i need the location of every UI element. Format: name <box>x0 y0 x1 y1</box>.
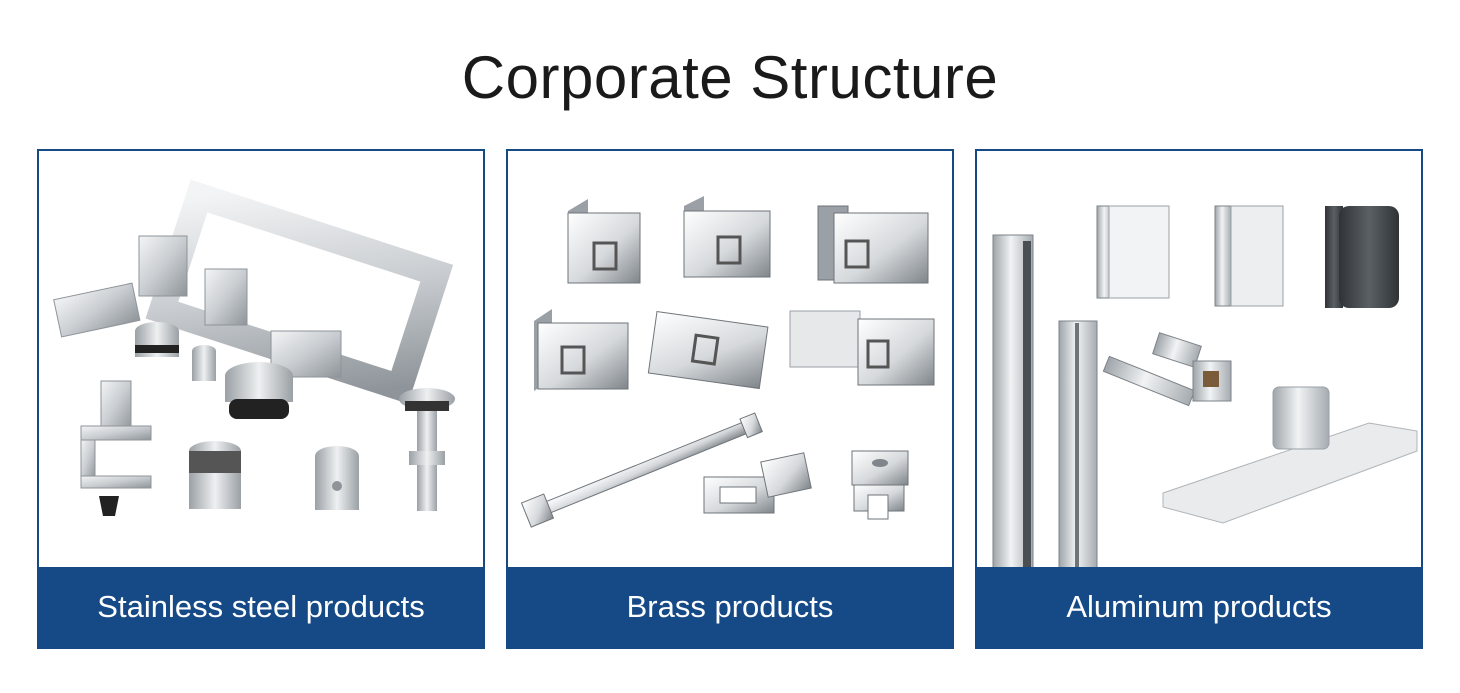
category-card-brass[interactable]: Brass products <box>506 149 954 649</box>
aluminum-caption: Aluminum products <box>977 567 1421 647</box>
category-card-aluminum[interactable]: Aluminum products <box>975 149 1423 649</box>
aluminum-products-image <box>977 151 1421 569</box>
page-title: Corporate Structure <box>461 44 999 111</box>
stainless-steel-products-image <box>39 151 483 569</box>
category-card-stainless-steel[interactable]: Stainless steel products <box>37 149 485 649</box>
brass-caption: Brass products <box>508 567 952 647</box>
stainless-steel-caption: Stainless steel products <box>39 567 483 647</box>
brass-products-image <box>508 151 952 569</box>
